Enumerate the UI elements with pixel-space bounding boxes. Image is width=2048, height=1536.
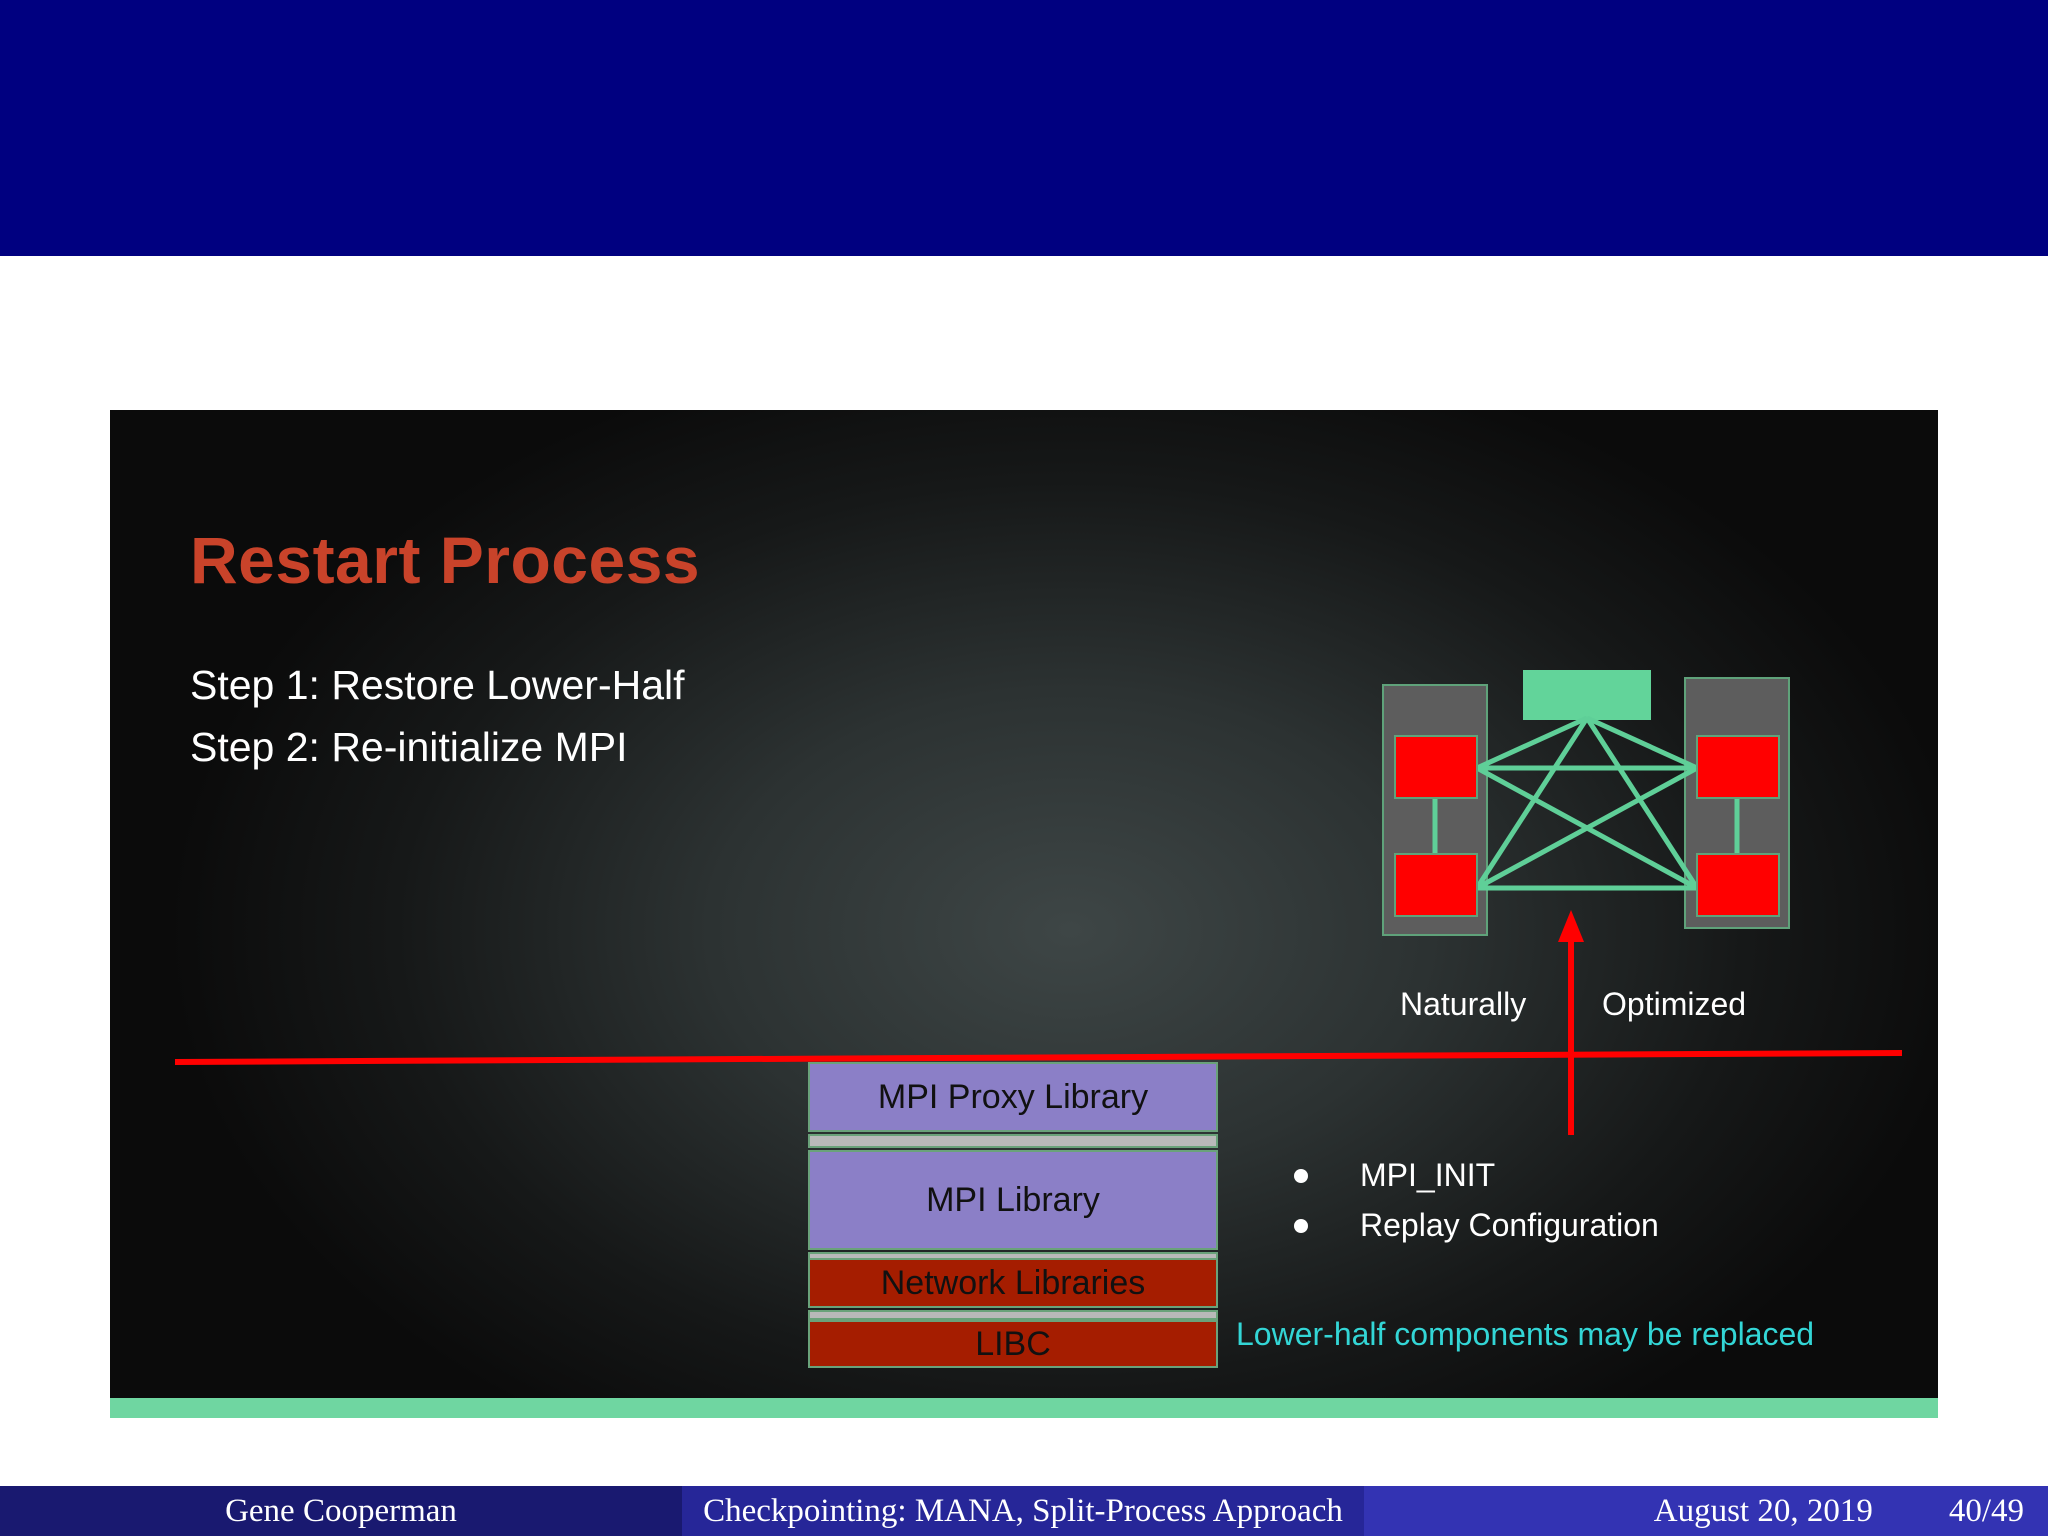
header-band xyxy=(0,0,2048,256)
bullet-text: Replay Configuration xyxy=(1360,1207,1659,1243)
mpi-library-block: MPI Library xyxy=(808,1150,1218,1250)
slide-image: Restart Process Step 1: Restore Lower-Ha… xyxy=(110,410,1938,1418)
network-libraries-block: Network Libraries xyxy=(808,1258,1218,1308)
stack-separator xyxy=(808,1310,1218,1320)
label-naturally: Naturally xyxy=(1400,986,1527,1022)
footer-page-number: 40/49 xyxy=(1948,1492,2024,1529)
red-divider-line xyxy=(174,1050,1903,1065)
network-links xyxy=(1432,715,1740,891)
step-1: Step 1: Restore Lower-Half xyxy=(190,662,685,708)
mpi-proxy-library-block: MPI Proxy Library xyxy=(808,1062,1218,1132)
bullet-item: Replay Configuration xyxy=(1280,1200,1659,1250)
restart-bullets: MPI_INIT Replay Configuration xyxy=(1280,1150,1659,1250)
stack-separator xyxy=(808,1134,1218,1148)
red-arrow-head xyxy=(1558,910,1584,942)
process-square-left-top xyxy=(1394,735,1478,799)
footer-bar: Gene Cooperman Checkpointing: MANA, Spli… xyxy=(0,1486,2048,1536)
footer-author: Gene Cooperman xyxy=(0,1486,682,1536)
step-2: Step 2: Re-initialize MPI xyxy=(190,724,628,770)
bullet-dot-icon xyxy=(1294,1219,1308,1233)
libc-block: LIBC xyxy=(808,1320,1218,1368)
slide-title: Restart Process xyxy=(190,523,701,597)
process-diagram xyxy=(174,670,1903,1135)
bullet-item: MPI_INIT xyxy=(1280,1150,1659,1200)
footer-date: August 20, 2019 xyxy=(1653,1492,1873,1529)
footer-right: August 20, 2019 40/49 xyxy=(1364,1486,2048,1536)
process-square-left-bottom xyxy=(1394,853,1478,917)
process-square-right-bottom xyxy=(1696,853,1780,917)
bullet-dot-icon xyxy=(1294,1169,1308,1183)
slide-bottom-stripe xyxy=(110,1398,1938,1418)
process-square-right-top xyxy=(1696,735,1780,799)
network-switch xyxy=(1523,670,1651,720)
label-optimized: Optimized xyxy=(1602,986,1747,1022)
replacement-note: Lower-half components may be replaced xyxy=(1236,1316,1815,1352)
bullet-text: MPI_INIT xyxy=(1360,1157,1496,1193)
footer-title: Checkpointing: MANA, Split-Process Appro… xyxy=(682,1486,1364,1536)
